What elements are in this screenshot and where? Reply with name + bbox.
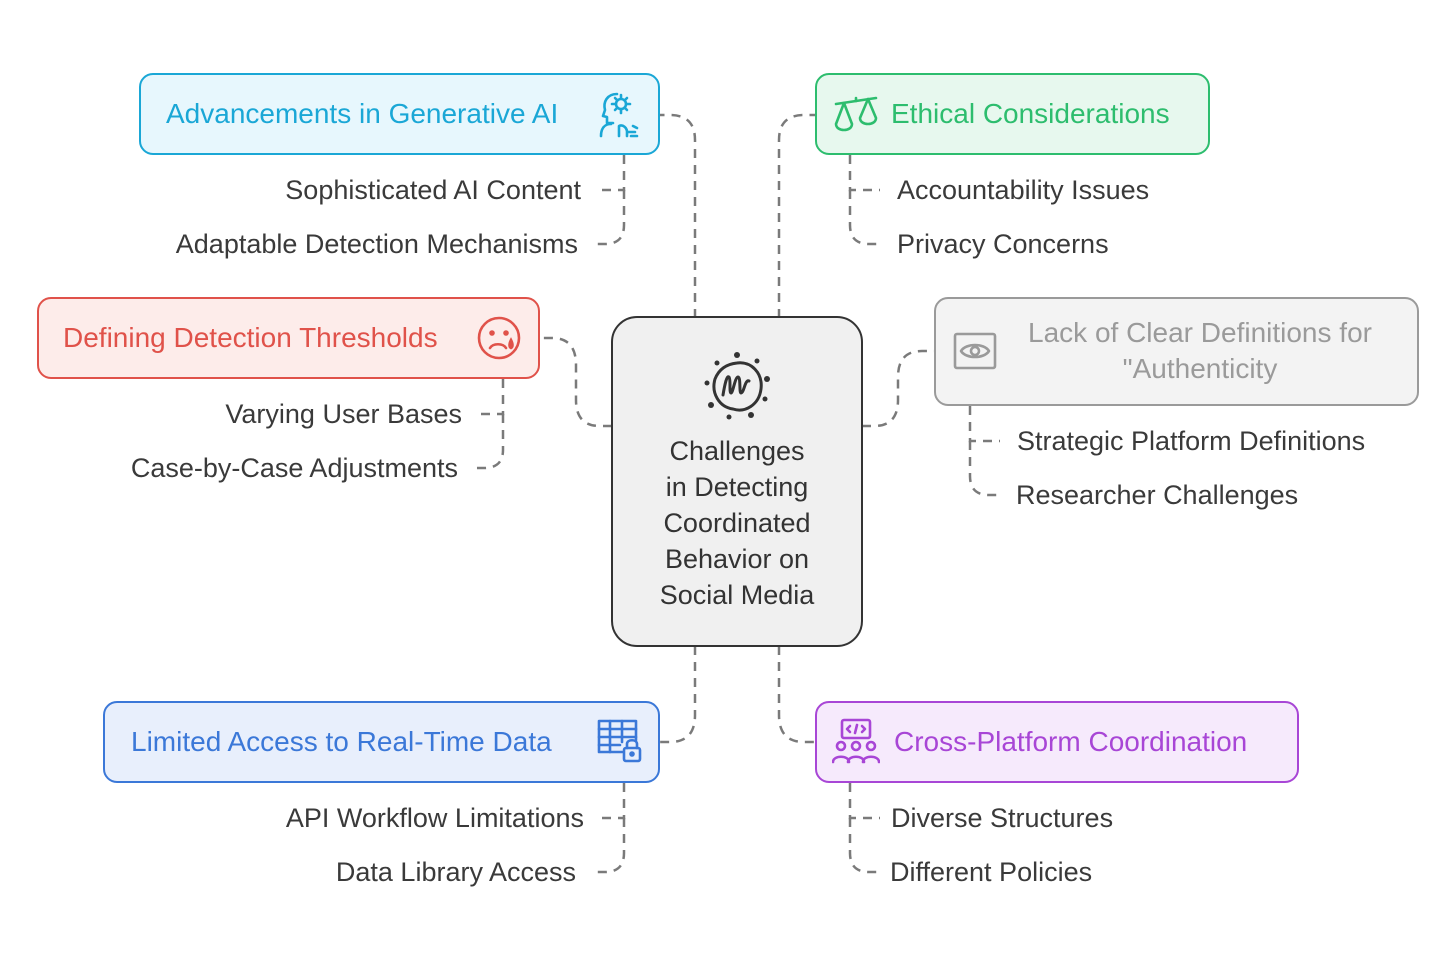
connector-ethical [777, 113, 816, 318]
connector-authenticity [862, 349, 935, 428]
node-authenticity-title: Lack of Clear Definitions for "Authentic… [1000, 316, 1400, 386]
branch-varying [477, 379, 505, 416]
center-title-line: Coordinated [663, 508, 811, 538]
thresholds-item-1: Varying User Bases [225, 399, 462, 429]
node-generative-ai [139, 73, 660, 155]
realtime-item-1: API Workflow Limitations [285, 803, 584, 833]
authenticity-title-line: "Authenticity [1122, 353, 1278, 384]
branch-privacy [848, 190, 880, 246]
connector-realtime [660, 646, 697, 744]
branch-case [473, 414, 505, 470]
center-title-line: Challenges [669, 436, 805, 466]
generative-ai-item-1: Sophisticated AI Content [285, 175, 581, 205]
sad-face-icon [477, 316, 521, 360]
connector-thresholds [540, 336, 612, 428]
authenticity-item-1: Strategic Platform Definitions [1017, 426, 1366, 456]
node-realtime-title: Limited Access to Real-Time Data [131, 726, 552, 757]
center-title-line: in Detecting [665, 472, 809, 502]
scales-icon [834, 96, 878, 132]
cross-platform-item-2: Different Policies [890, 857, 1093, 887]
connector-cross-platform [777, 646, 816, 744]
node-thresholds [37, 297, 540, 379]
node-ethical [815, 73, 1210, 155]
eye-frame-icon [953, 332, 997, 370]
ai-person-gear-icon [599, 92, 639, 138]
branch-strategic [968, 406, 1000, 443]
center-title-line: Behavior on [664, 544, 810, 574]
locked-table-icon [597, 719, 642, 763]
ethical-item-2: Privacy Concerns [897, 229, 1109, 259]
node-cross-platform [815, 701, 1299, 783]
realtime-item-2: Data Library Access [335, 857, 576, 887]
node-ethical-title: Ethical Considerations [891, 98, 1170, 129]
meetup-badge-icon [704, 352, 770, 420]
cross-platform-item-1: Diverse Structures [891, 803, 1114, 833]
node-realtime [103, 701, 660, 783]
code-team-icon [832, 718, 880, 764]
center-title-line: Social Media [659, 580, 815, 610]
node-authenticity [934, 297, 1419, 406]
branch-adaptable [594, 190, 626, 246]
authenticity-title-line: Lack of Clear Definitions for [1028, 317, 1372, 348]
branch-researcher [968, 441, 1000, 497]
node-generative-ai-title: Advancements in Generative AI [166, 98, 559, 129]
branch-diverse [848, 783, 880, 820]
node-cross-platform-title: Cross-Platform Coordination [894, 726, 1248, 757]
branch-policies [848, 818, 880, 874]
branch-accountability [848, 155, 880, 192]
ethical-item-1: Accountability Issues [897, 175, 1150, 205]
authenticity-item-2: Researcher Challenges [1016, 480, 1299, 510]
branch-api [598, 783, 626, 820]
center-title: Challenges in Detecting Coordinated Beha… [612, 433, 862, 613]
node-thresholds-title: Defining Detection Thresholds [63, 322, 438, 353]
thresholds-item-2: Case-by-Case Adjustments [130, 453, 458, 483]
branch-sophisticated [598, 155, 626, 192]
generative-ai-item-2: Adaptable Detection Mechanisms [175, 229, 578, 259]
connector-generative-ai [660, 113, 697, 318]
branch-data-library [594, 818, 626, 874]
center-node [611, 316, 863, 647]
